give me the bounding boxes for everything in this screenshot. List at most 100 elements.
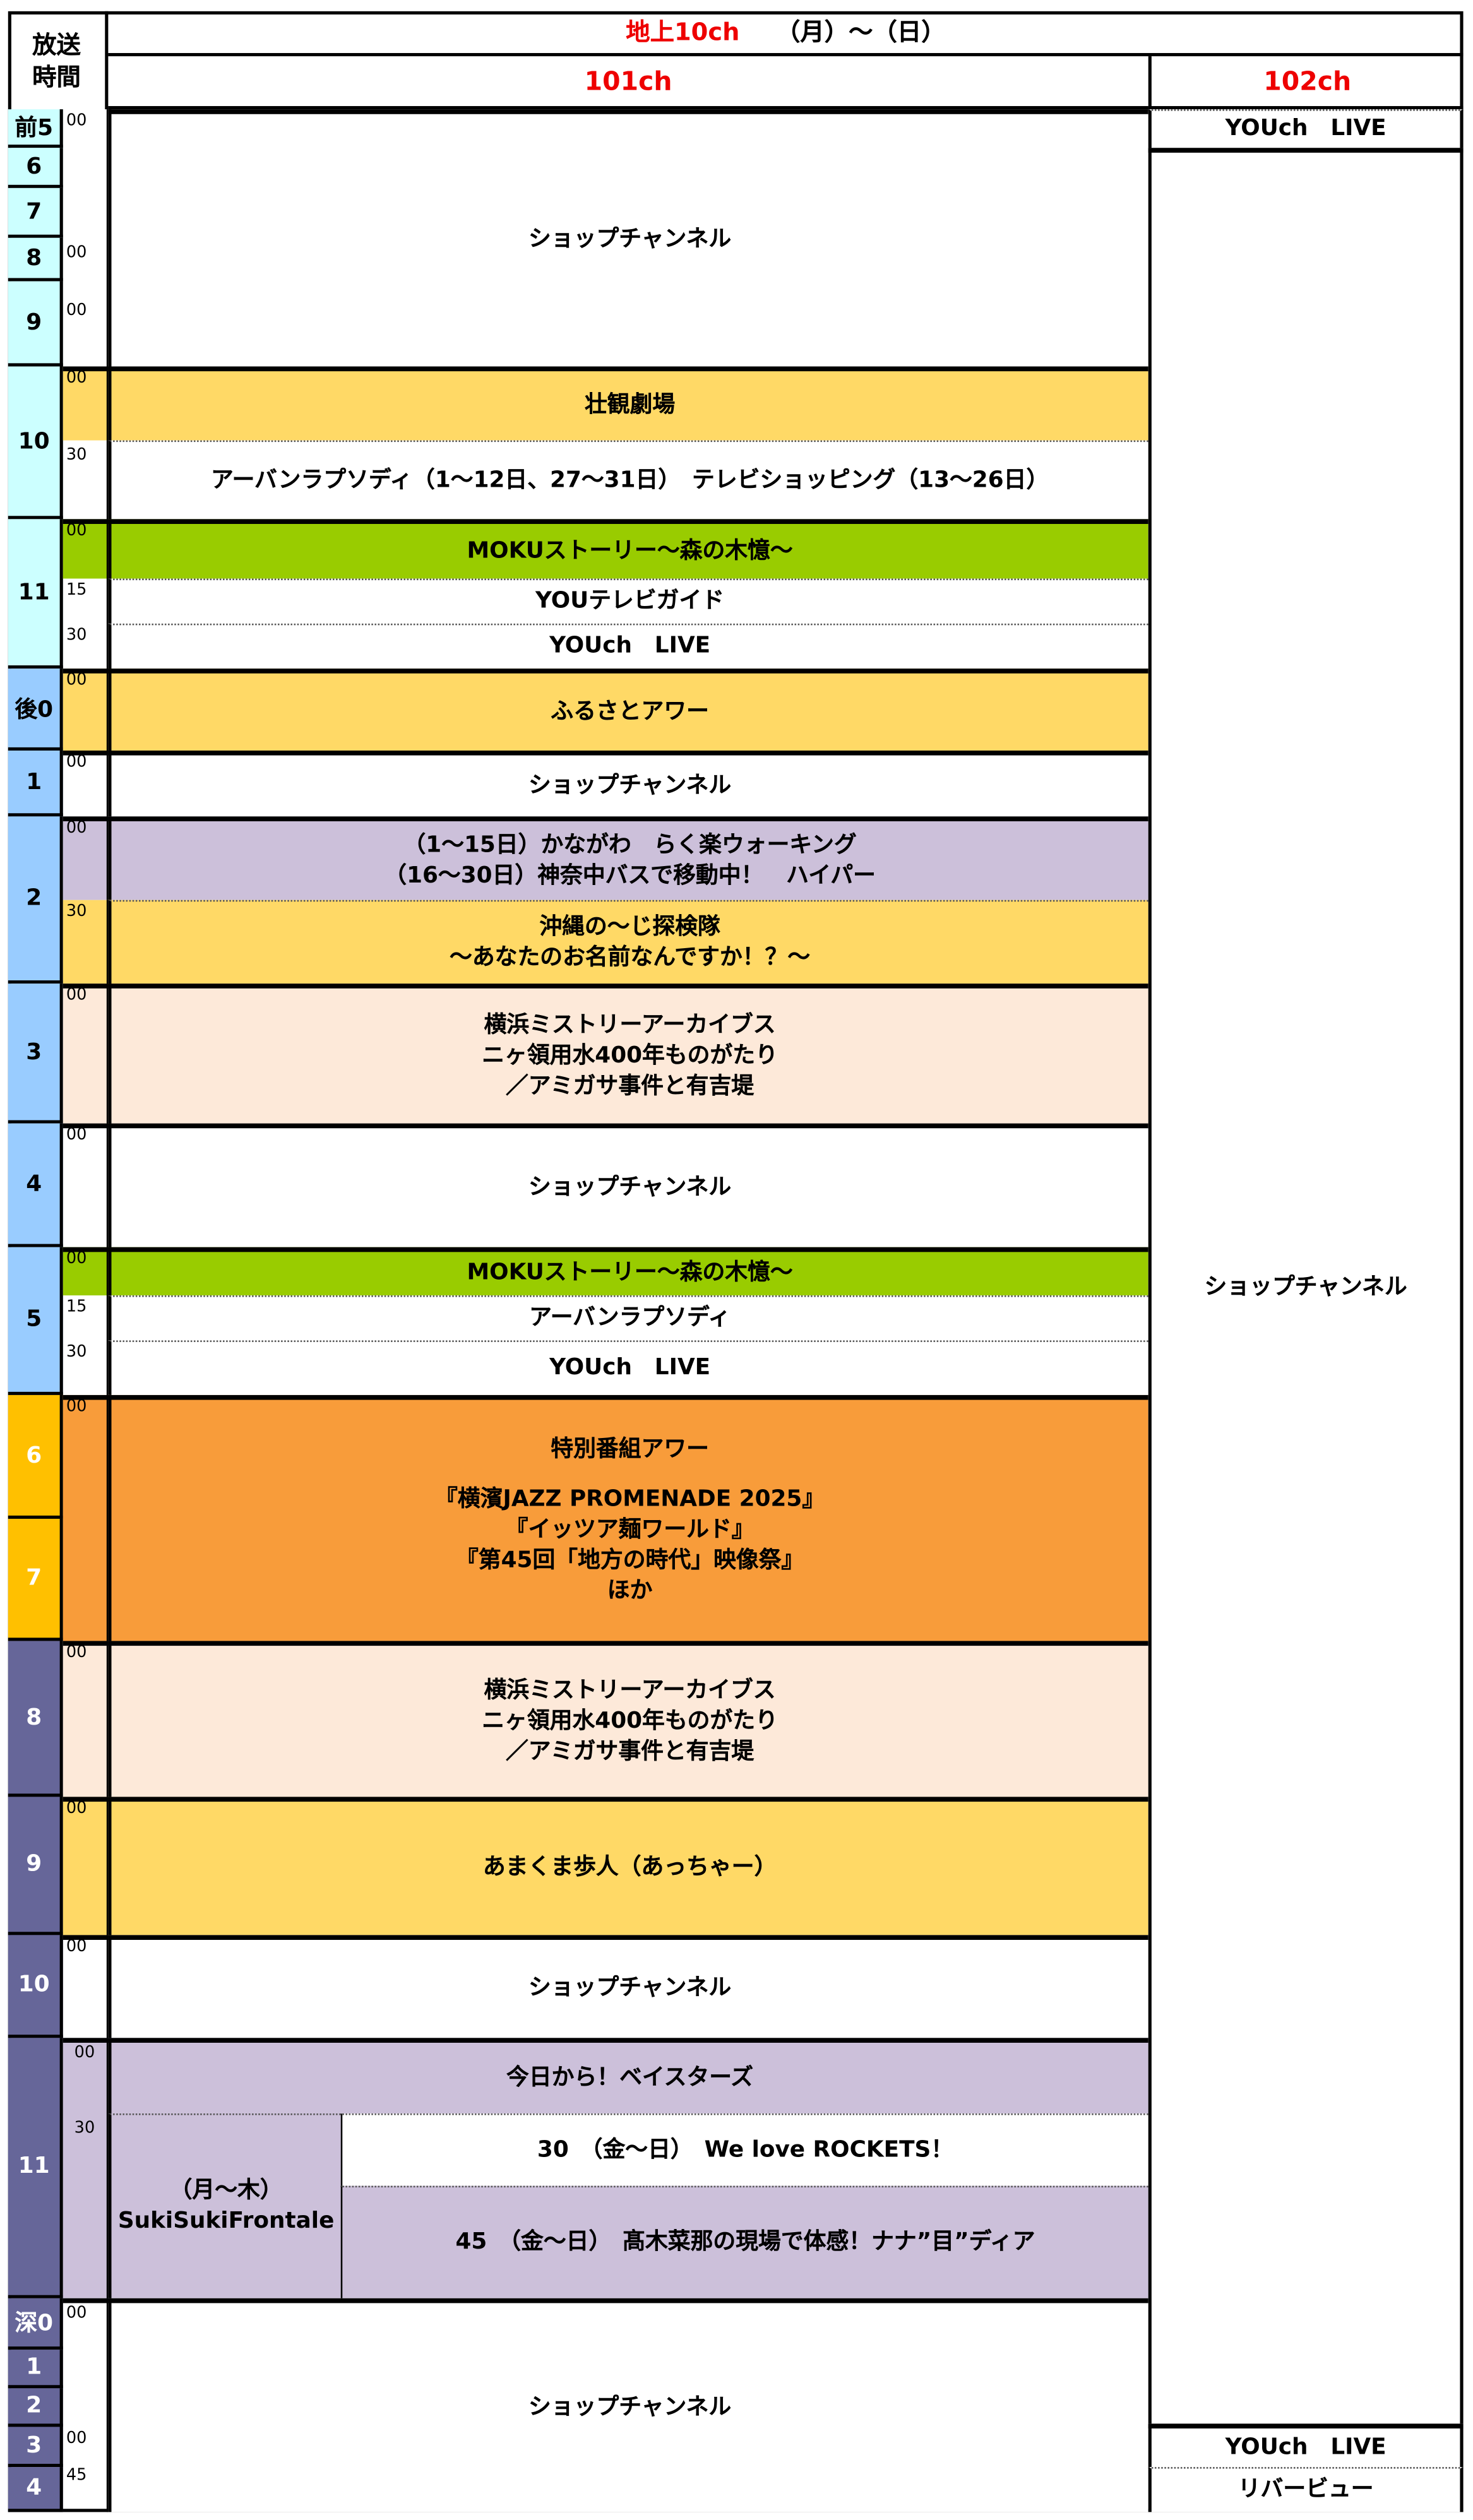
program-cell[interactable]: アーバンラプソディ（1～12日、27～31日） テレビショッピング（13～26日… (108, 440, 1148, 520)
program-cell[interactable]: 特別番組アワー『横濱JAZZ PROMENADE 2025』『イッツア麺ワールド… (108, 1394, 1148, 1641)
program-cell[interactable]: （1～15日）かながわ らく楽ウォーキング（16～30日）神奈中バスで移動中！ … (108, 816, 1148, 900)
time-label: 時間 (32, 62, 81, 91)
hour-label: 後0 (8, 669, 63, 751)
program-cell[interactable]: ショップチャンネル (108, 2298, 1148, 2512)
ch102-program-cell[interactable]: YOUch LIVE (1148, 2423, 1464, 2468)
program-cell[interactable]: アーバンラプソディ (108, 1295, 1148, 1341)
divider (63, 2038, 109, 2043)
hour-label: 3 (8, 984, 63, 1124)
hour-label: 1 (8, 750, 63, 817)
divider (63, 984, 109, 989)
divider (63, 669, 109, 674)
minute-cell (63, 1394, 109, 1641)
minute-label: 00 (74, 2044, 95, 2062)
hour-label: 11 (8, 2038, 63, 2298)
hour-label: 9 (8, 281, 63, 367)
minute-cell (63, 1641, 109, 1797)
program-cell[interactable]: YOUch LIVE (108, 1340, 1148, 1395)
minute-label: 00 (66, 987, 87, 1005)
program-cell[interactable]: ふるさとアワー (108, 669, 1148, 751)
minute-label: 00 (66, 1644, 87, 1662)
program-cell[interactable]: ショップチャンネル (108, 109, 1148, 367)
program-title-line: ショップチャンネル (528, 226, 732, 253)
minute-label: 00 (66, 522, 87, 540)
program-title-line: MOKUストーリー～森の木憶～ (467, 1260, 793, 1286)
program-title-line: ニヶ領用水400年ものがたり (482, 1042, 778, 1068)
divider (63, 366, 109, 372)
time-label: 放送 (32, 30, 81, 59)
minute-label: 00 (66, 369, 87, 388)
program-title-line: MOKUストーリー～森の木憶～ (467, 537, 793, 564)
ch102-program-cell[interactable]: ショップチャンネル (1148, 148, 1464, 2424)
minute-label: 00 (66, 1250, 87, 1268)
minute-cell (63, 1247, 109, 1296)
program-cell[interactable]: 沖縄の～じ探検隊 ～あなたのお名前なんですか！？～ (108, 900, 1148, 984)
program-cell[interactable]: YOUテレビガイド (108, 578, 1148, 624)
ch101-header: 101ch (108, 56, 1148, 110)
hour-label: 前5 (8, 109, 63, 148)
program-title-line: YOUch LIVE (1225, 2434, 1387, 2460)
divider (63, 1247, 109, 1252)
hour-label: 10 (8, 366, 63, 520)
program-title-line: ／アミガサ事件と有吉堤 (505, 1073, 754, 1099)
program-cell[interactable]: 45 （金～日） 髙木菜那の現場で体感！ナナ”目”ディア (340, 2185, 1148, 2298)
ch102-program-cell[interactable]: リバービュー (1148, 2467, 1464, 2512)
program-title-line: SukiSukiFrontale (117, 2208, 335, 2234)
minute-label: 00 (66, 1800, 87, 1818)
minute-label: 30 (74, 2120, 95, 2138)
minute-label: 15 (66, 1299, 87, 1317)
program-cell[interactable]: ショップチャンネル (108, 1935, 1148, 2038)
program-title-line: 横浜ミストリーアーカイブス (484, 1677, 776, 1703)
program-cell[interactable]: 今日から！ベイスターズ (108, 2038, 1148, 2113)
minute-cell (63, 519, 109, 579)
hour-label: 7 (8, 187, 63, 238)
minute-label: 45 (66, 2467, 87, 2485)
ch102-header: 102ch (1148, 56, 1464, 110)
program-title-line: YOUch LIVE (549, 633, 711, 659)
minute-label: 00 (66, 302, 87, 320)
minute-cell (63, 816, 109, 900)
program-title-line: ほか (607, 1577, 653, 1603)
divider (63, 1935, 109, 1941)
program-cell[interactable]: 横浜ミストリーアーカイブスニヶ領用水400年ものがたり／アミガサ事件と有吉堤 (108, 1641, 1148, 1797)
program-cell[interactable]: 横浜ミストリーアーカイブスニヶ領用水400年ものがたり／アミガサ事件と有吉堤 (108, 984, 1148, 1124)
program-cell[interactable]: YOUch LIVE (108, 623, 1148, 669)
divider (63, 1641, 109, 1646)
minute-label: 00 (66, 672, 87, 690)
minute-label: 00 (66, 1938, 87, 1956)
program-title-line: （16～30日）神奈中バスで移動中！ ハイパー (384, 862, 876, 888)
program-title-line: 今日から！ベイスターズ (506, 2064, 754, 2091)
minute-label: 00 (66, 244, 87, 262)
schedule-title: 地上10ch （月）～（日） (108, 11, 1464, 57)
hour-label: 2 (8, 2388, 63, 2427)
divider (63, 1797, 109, 1802)
program-cell[interactable]: （月～木）SukiSukiFrontale (108, 2113, 341, 2298)
program-title-line: 沖縄の～じ探検隊 (539, 913, 720, 940)
divider (63, 2298, 109, 2303)
program-title-line: 『第45回「地方の時代」映像祭』 (455, 1547, 804, 1573)
program-cell[interactable]: ショップチャンネル (108, 1123, 1148, 1247)
program-cell[interactable]: ショップチャンネル (108, 750, 1148, 817)
program-cell[interactable]: あまくま歩人（あっちゃー） (108, 1797, 1148, 1935)
hour-label: 1 (8, 2350, 63, 2389)
divider (63, 750, 109, 756)
minute-cell (63, 1797, 109, 1935)
minute-label: 30 (66, 903, 87, 921)
hour-label: 7 (8, 1518, 63, 1641)
program-title-line: ～あなたのお名前なんですか！？～ (450, 944, 811, 970)
program-title-line: ショップチャンネル (528, 772, 732, 799)
program-cell[interactable]: MOKUストーリー～森の木憶～ (108, 1247, 1148, 1296)
ch102-program-cell[interactable]: YOUch LIVE (1148, 109, 1464, 148)
program-title-line: ／アミガサ事件と有吉堤 (505, 1738, 754, 1764)
minute-cell (63, 669, 109, 751)
minute-label: 15 (66, 581, 87, 600)
program-cell[interactable]: 壮観劇場 (108, 366, 1148, 441)
minute-label: 30 (66, 1343, 87, 1362)
program-title-line: リバービュー (1237, 2476, 1374, 2503)
program-title-line: ショップチャンネル (528, 1975, 732, 2001)
minute-label: 30 (66, 626, 87, 645)
hour-label: 10 (8, 1935, 63, 2038)
hour-label: 9 (8, 1797, 63, 1935)
program-cell[interactable]: MOKUストーリー～森の木憶～ (108, 519, 1148, 579)
program-cell[interactable]: 30 （金～日） We love ROCKETS！ (340, 2113, 1148, 2186)
